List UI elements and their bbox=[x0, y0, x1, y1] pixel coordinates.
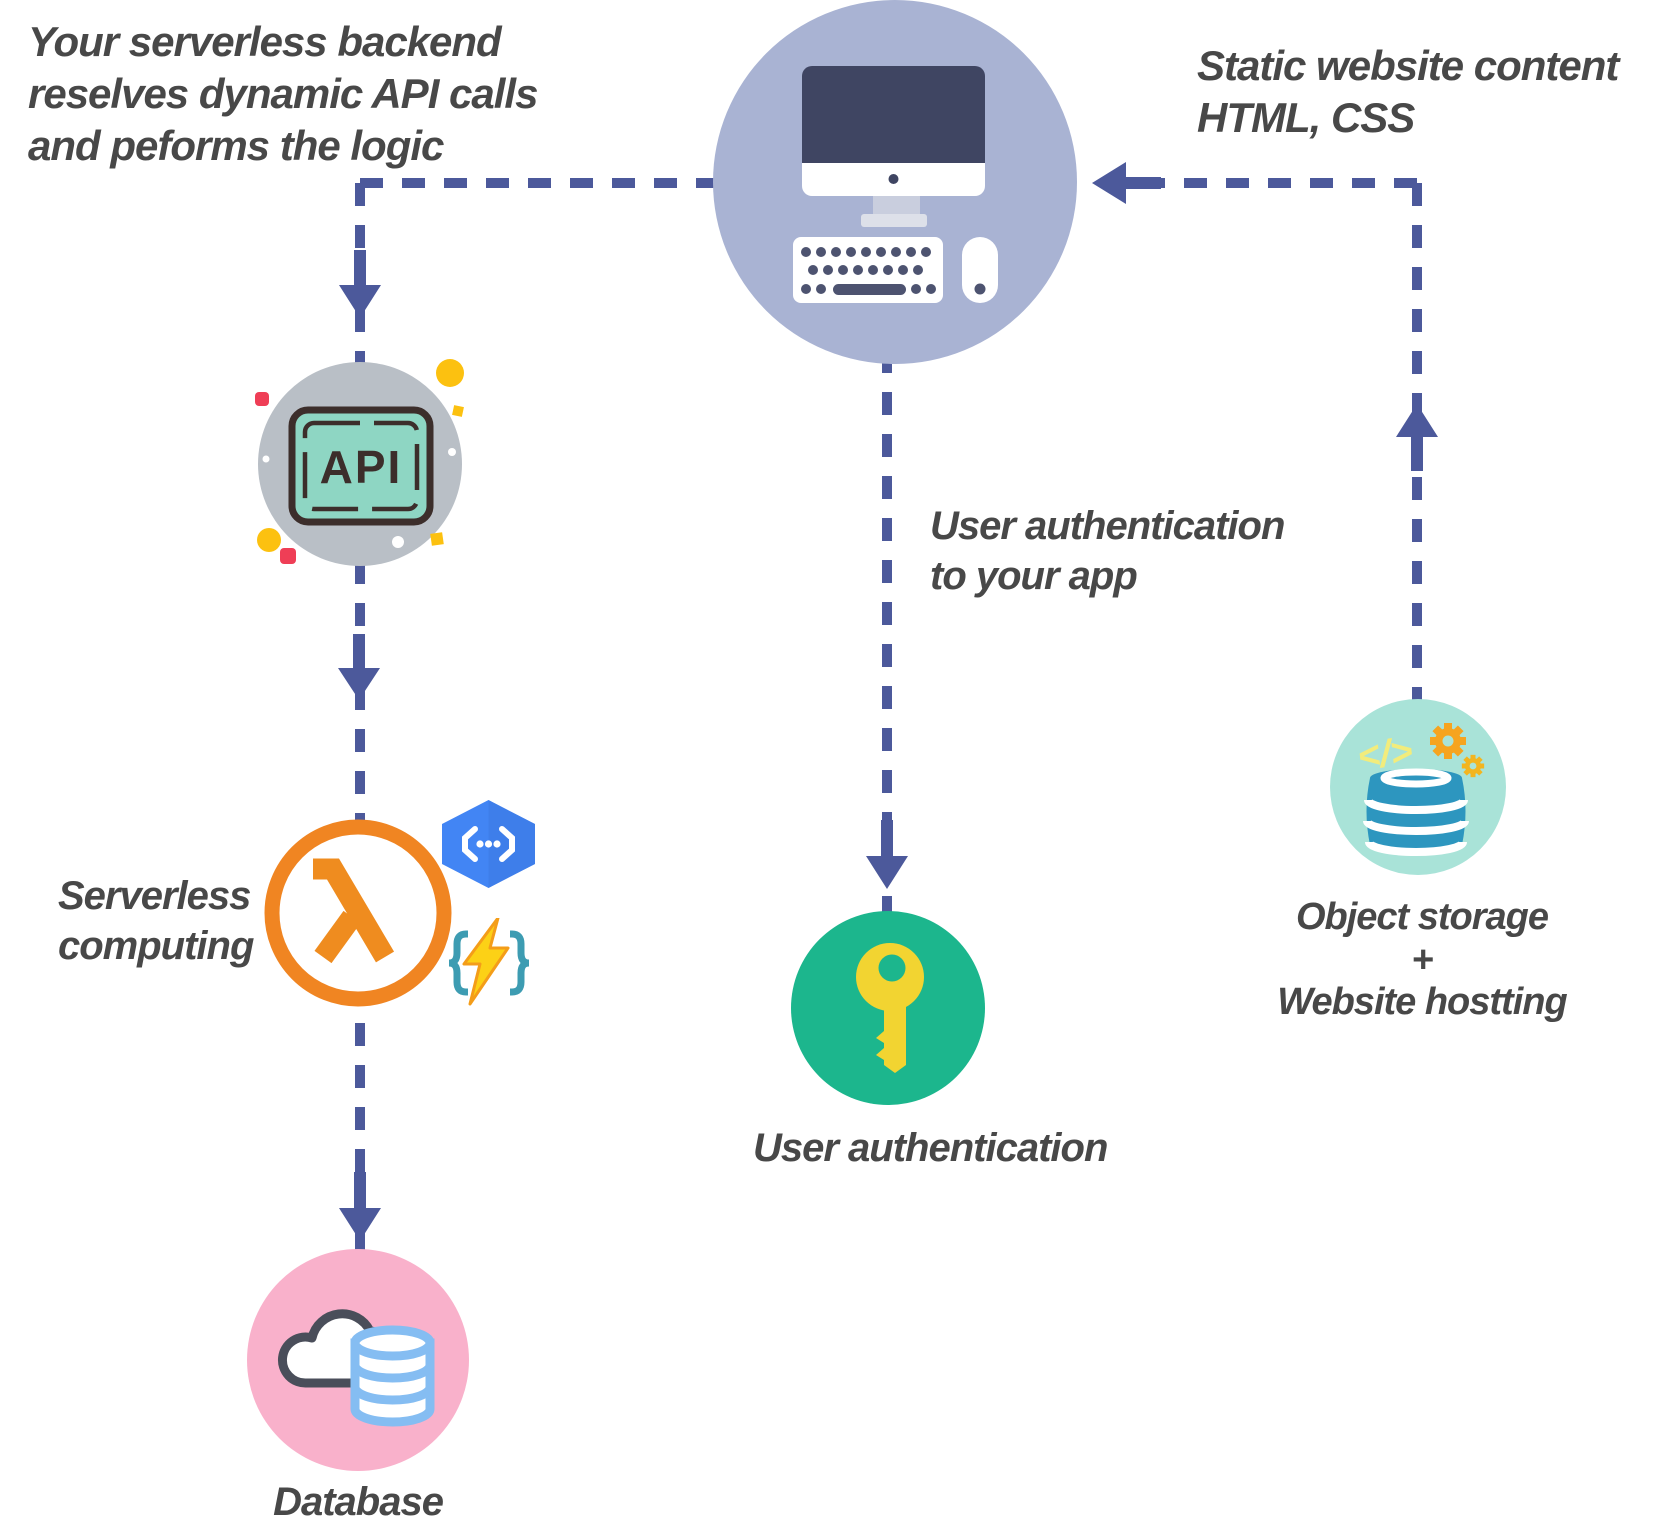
decor-red-square bbox=[280, 548, 296, 564]
arrow-stem bbox=[353, 634, 365, 668]
arrow-down-to-auth-icon bbox=[866, 856, 908, 889]
label-line: Serverless bbox=[58, 874, 251, 918]
cloud-database-icon bbox=[277, 1309, 435, 1427]
arrow-up-from-storage-icon bbox=[1396, 404, 1438, 437]
user-authentication-label: User authentication bbox=[753, 1126, 1108, 1170]
annotation-line: to your app bbox=[930, 553, 1138, 598]
lambda-glyph bbox=[313, 858, 395, 964]
decor-yellow-square bbox=[452, 405, 464, 417]
serverless-computing-label: Serverless computing bbox=[58, 872, 254, 971]
highlight-dot bbox=[262, 455, 270, 463]
database-node bbox=[247, 1249, 469, 1471]
annotation-line: User authentication bbox=[930, 504, 1285, 548]
decor-yellow-dot bbox=[257, 528, 281, 552]
api-gateway-node: API bbox=[258, 362, 462, 566]
azure-functions-icon bbox=[448, 918, 530, 1006]
annotation-line: HTML, CSS bbox=[1197, 94, 1415, 142]
curly-brackets bbox=[448, 930, 530, 996]
storage-cylinder bbox=[1363, 768, 1469, 856]
auth-flow-annotation: User authentication to your app bbox=[930, 502, 1285, 601]
label-line: computing bbox=[58, 923, 254, 968]
decor-yellow-dot bbox=[436, 359, 464, 387]
arrow-stem bbox=[354, 1172, 366, 1208]
client-computer-node bbox=[713, 0, 1077, 364]
gear-icon bbox=[1430, 723, 1485, 778]
database-label: Database bbox=[273, 1480, 444, 1524]
arrow-stem bbox=[354, 250, 366, 285]
mouse-icon bbox=[962, 237, 998, 303]
arrow-down-to-database-icon bbox=[339, 1208, 381, 1241]
keyboard-icon bbox=[793, 237, 943, 303]
highlight-dot bbox=[392, 536, 404, 548]
monitor-icon bbox=[802, 66, 985, 227]
decor-yellow-square bbox=[430, 532, 444, 546]
arrow-stem bbox=[1411, 437, 1423, 471]
arrow-down-to-api-icon bbox=[339, 285, 381, 318]
object-storage-node: </> bbox=[1330, 699, 1506, 875]
object-storage-label: Object storage + Website hostting bbox=[1272, 896, 1572, 1024]
annotation-line: and peforms the logic bbox=[28, 122, 444, 170]
label-line: + bbox=[1411, 938, 1433, 981]
decor-red-square bbox=[255, 392, 269, 406]
aws-lambda-icon bbox=[264, 819, 452, 1007]
api-chip-icon: API bbox=[262, 406, 456, 548]
annotation-line: reselves dynamic API calls bbox=[28, 70, 538, 118]
annotation-line: Static website content bbox=[1197, 42, 1619, 89]
object-storage-icon: </> bbox=[1356, 723, 1485, 856]
backend-annotation: Your serverless backend reselves dynamic… bbox=[28, 16, 538, 172]
google-cloud-functions-icon bbox=[442, 800, 535, 888]
arrow-stem bbox=[1126, 177, 1161, 189]
highlight-dot bbox=[448, 448, 456, 456]
label-line: Website hostting bbox=[1277, 981, 1567, 1024]
arrow-down-to-lambda-icon bbox=[338, 668, 380, 700]
arrow-left-to-client-icon bbox=[1092, 162, 1126, 204]
api-chip-label: API bbox=[320, 441, 403, 493]
annotation-line: Your serverless backend bbox=[28, 18, 502, 65]
user-authentication-node bbox=[791, 911, 985, 1105]
database-cylinder bbox=[350, 1325, 435, 1427]
desktop-computer-icon bbox=[793, 66, 998, 303]
label-line: Object storage bbox=[1295, 896, 1549, 938]
key-icon bbox=[856, 943, 924, 1073]
arrow-stem bbox=[881, 820, 893, 856]
static-content-annotation: Static website content HTML, CSS bbox=[1197, 40, 1619, 144]
lightning-bolt bbox=[462, 918, 510, 1006]
